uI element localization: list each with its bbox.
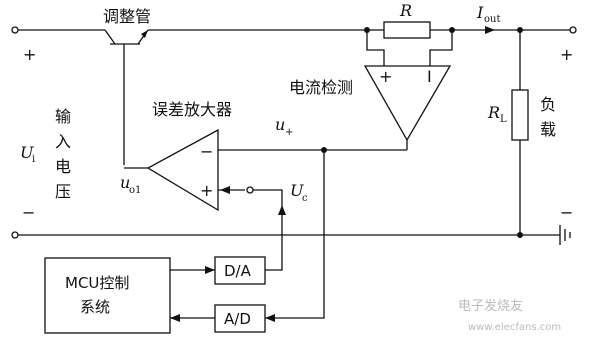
u-plus-sub: + xyxy=(285,127,293,138)
input-plus-sign: + xyxy=(23,45,36,64)
da-label: D/A xyxy=(224,262,252,280)
regulator-tube-label: 调整管 xyxy=(103,7,151,26)
detect-to-ad-wire xyxy=(265,150,325,319)
input-voltage-char-3: 电 xyxy=(55,157,71,176)
error-amplifier-label: 误差放大器 xyxy=(152,100,232,119)
input-voltage-char-2: 入 xyxy=(55,132,71,151)
ad-label: A/D xyxy=(224,310,251,328)
uc-up-arrow xyxy=(278,205,286,215)
u-o1-sub: o1 xyxy=(129,185,141,196)
transistor-symbol xyxy=(104,29,149,165)
error-amplifier xyxy=(146,128,219,212)
ground-icon xyxy=(559,225,571,245)
load-label-1: 负 xyxy=(540,95,556,114)
output-current-sub: out xyxy=(484,14,500,25)
detect-wire-left xyxy=(366,30,385,66)
input-voltage-symbol: U xyxy=(20,143,34,162)
detect-wire-right xyxy=(429,30,453,66)
current-arrow xyxy=(485,26,495,34)
da-arrow xyxy=(205,266,215,274)
u-plus-label: u xyxy=(275,115,285,134)
ad-arrow xyxy=(265,314,275,322)
resistor-label: R xyxy=(399,1,412,20)
uc-arrow xyxy=(220,186,230,194)
watermark-text: 电子发烧友 xyxy=(458,298,523,314)
mcu-label-line1: MCU控制 xyxy=(65,274,129,292)
mcu-label-line2: 系统 xyxy=(80,298,110,316)
load-resistor xyxy=(511,89,529,141)
input-voltage-char-4: 压 xyxy=(55,182,71,201)
input-voltage-char-1: 输 xyxy=(55,107,71,126)
mcu-box xyxy=(44,257,171,334)
current-detect-amp xyxy=(363,65,452,142)
load-label-2: 载 xyxy=(540,120,556,139)
output-top-terminal xyxy=(569,26,577,34)
u-c-sub: c xyxy=(302,193,308,204)
output-minus-sign: − xyxy=(560,203,573,222)
da-box xyxy=(214,256,266,285)
uc-terminal xyxy=(246,186,254,194)
u-c-label: U xyxy=(290,181,304,200)
mcu-arrow xyxy=(170,314,180,322)
da-to-uc-wire xyxy=(253,189,283,271)
watermark-url: www.elecfans.com xyxy=(468,322,561,333)
input-voltage-sub: i xyxy=(32,154,35,165)
output-plus-sign: + xyxy=(560,45,573,64)
u-o1-label: u xyxy=(120,173,130,192)
output-current-label: I xyxy=(476,3,484,22)
input-minus-sign: − xyxy=(22,203,35,222)
input-top-terminal xyxy=(11,26,19,34)
detect-plus-sign: + xyxy=(379,67,392,86)
input-bottom-terminal xyxy=(11,231,19,239)
resistor-r xyxy=(383,21,431,39)
current-detect-label: 电流检测 xyxy=(289,78,353,97)
detect-minus-sign: I xyxy=(427,67,432,86)
junction-dot xyxy=(517,232,523,238)
amp-minus-sign: − xyxy=(200,142,213,161)
amp-plus-sign: + xyxy=(200,181,213,200)
load-resistor-sub: L xyxy=(500,114,507,125)
load-resistor-label: R xyxy=(487,103,500,122)
